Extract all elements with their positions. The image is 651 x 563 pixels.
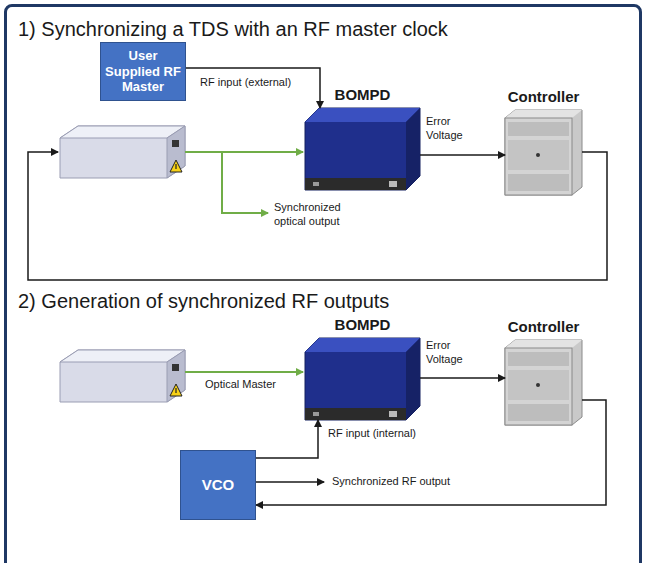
device-name: BOMPD — [285, 86, 440, 103]
signal-label: Optical Master — [203, 378, 278, 392]
box-label: User Supplied RF Master — [105, 48, 181, 95]
device-name: Controller — [485, 88, 602, 105]
signal-connector — [186, 68, 320, 108]
signal-connector — [420, 377, 505, 379]
device-name: BOMPD — [285, 316, 440, 333]
section-title: 1) Synchronizing a TDS with an RF master… — [18, 18, 448, 41]
edge-label: RF input (internal) — [326, 427, 418, 441]
device-name: Controller — [485, 318, 602, 335]
bompd-unit: BOMPD — [305, 108, 420, 190]
edge-label: Error Voltage — [424, 339, 480, 367]
output-label: Synchronized optical output — [272, 201, 360, 229]
edge-label: Error Voltage — [424, 115, 480, 143]
box-label: VCO — [202, 476, 235, 494]
signal-connector — [256, 400, 606, 505]
controller-unit: Controller — [505, 340, 582, 425]
signal-connector — [420, 154, 505, 156]
bompd-unit: BOMPD — [305, 338, 420, 420]
edge-label: RF input (external) — [198, 76, 293, 90]
vco-box: VCO — [180, 450, 256, 520]
signal-connector — [256, 420, 318, 458]
rf-master-box: User Supplied RF Master — [100, 42, 186, 101]
section-title: 2) Generation of synchronized RF outputs — [18, 290, 389, 313]
output-label: Synchronized RF output — [330, 475, 452, 489]
controller-unit: Controller — [505, 110, 582, 195]
